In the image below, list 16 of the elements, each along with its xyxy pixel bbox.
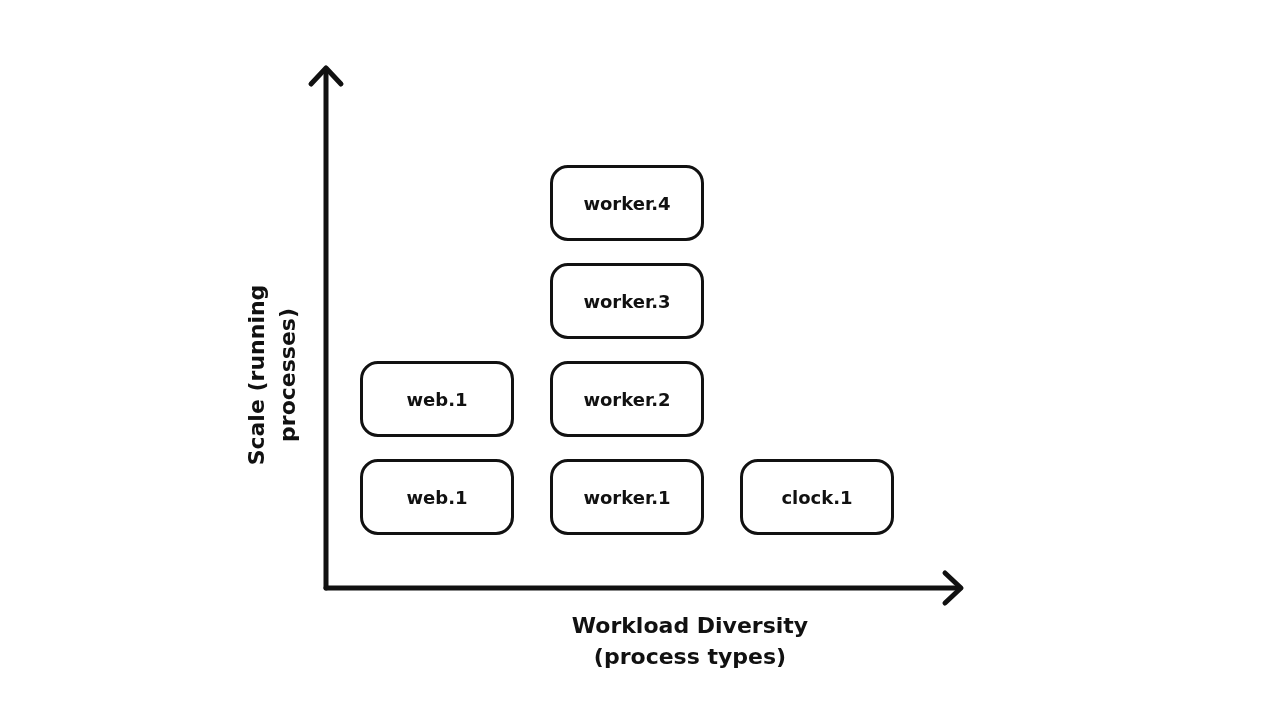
process-box (550, 165, 704, 241)
process-name: worker.3 (583, 290, 671, 312)
process-name: worker.1 (583, 486, 671, 508)
process-name: web.1 (406, 486, 468, 508)
y-axis-title: Scale (running processes) (243, 283, 301, 468)
process-box (550, 361, 704, 437)
process-box (550, 263, 704, 339)
process-name: web.1 (406, 388, 468, 410)
process-name: worker.2 (583, 388, 671, 410)
process-box (550, 459, 704, 535)
process-name: worker.4 (583, 192, 671, 214)
process-box (360, 459, 514, 535)
x-axis-title: Workload Diversity (process types) (570, 612, 810, 671)
process-box (740, 459, 894, 535)
process-box (360, 361, 514, 437)
process-name: clock.1 (781, 486, 853, 508)
